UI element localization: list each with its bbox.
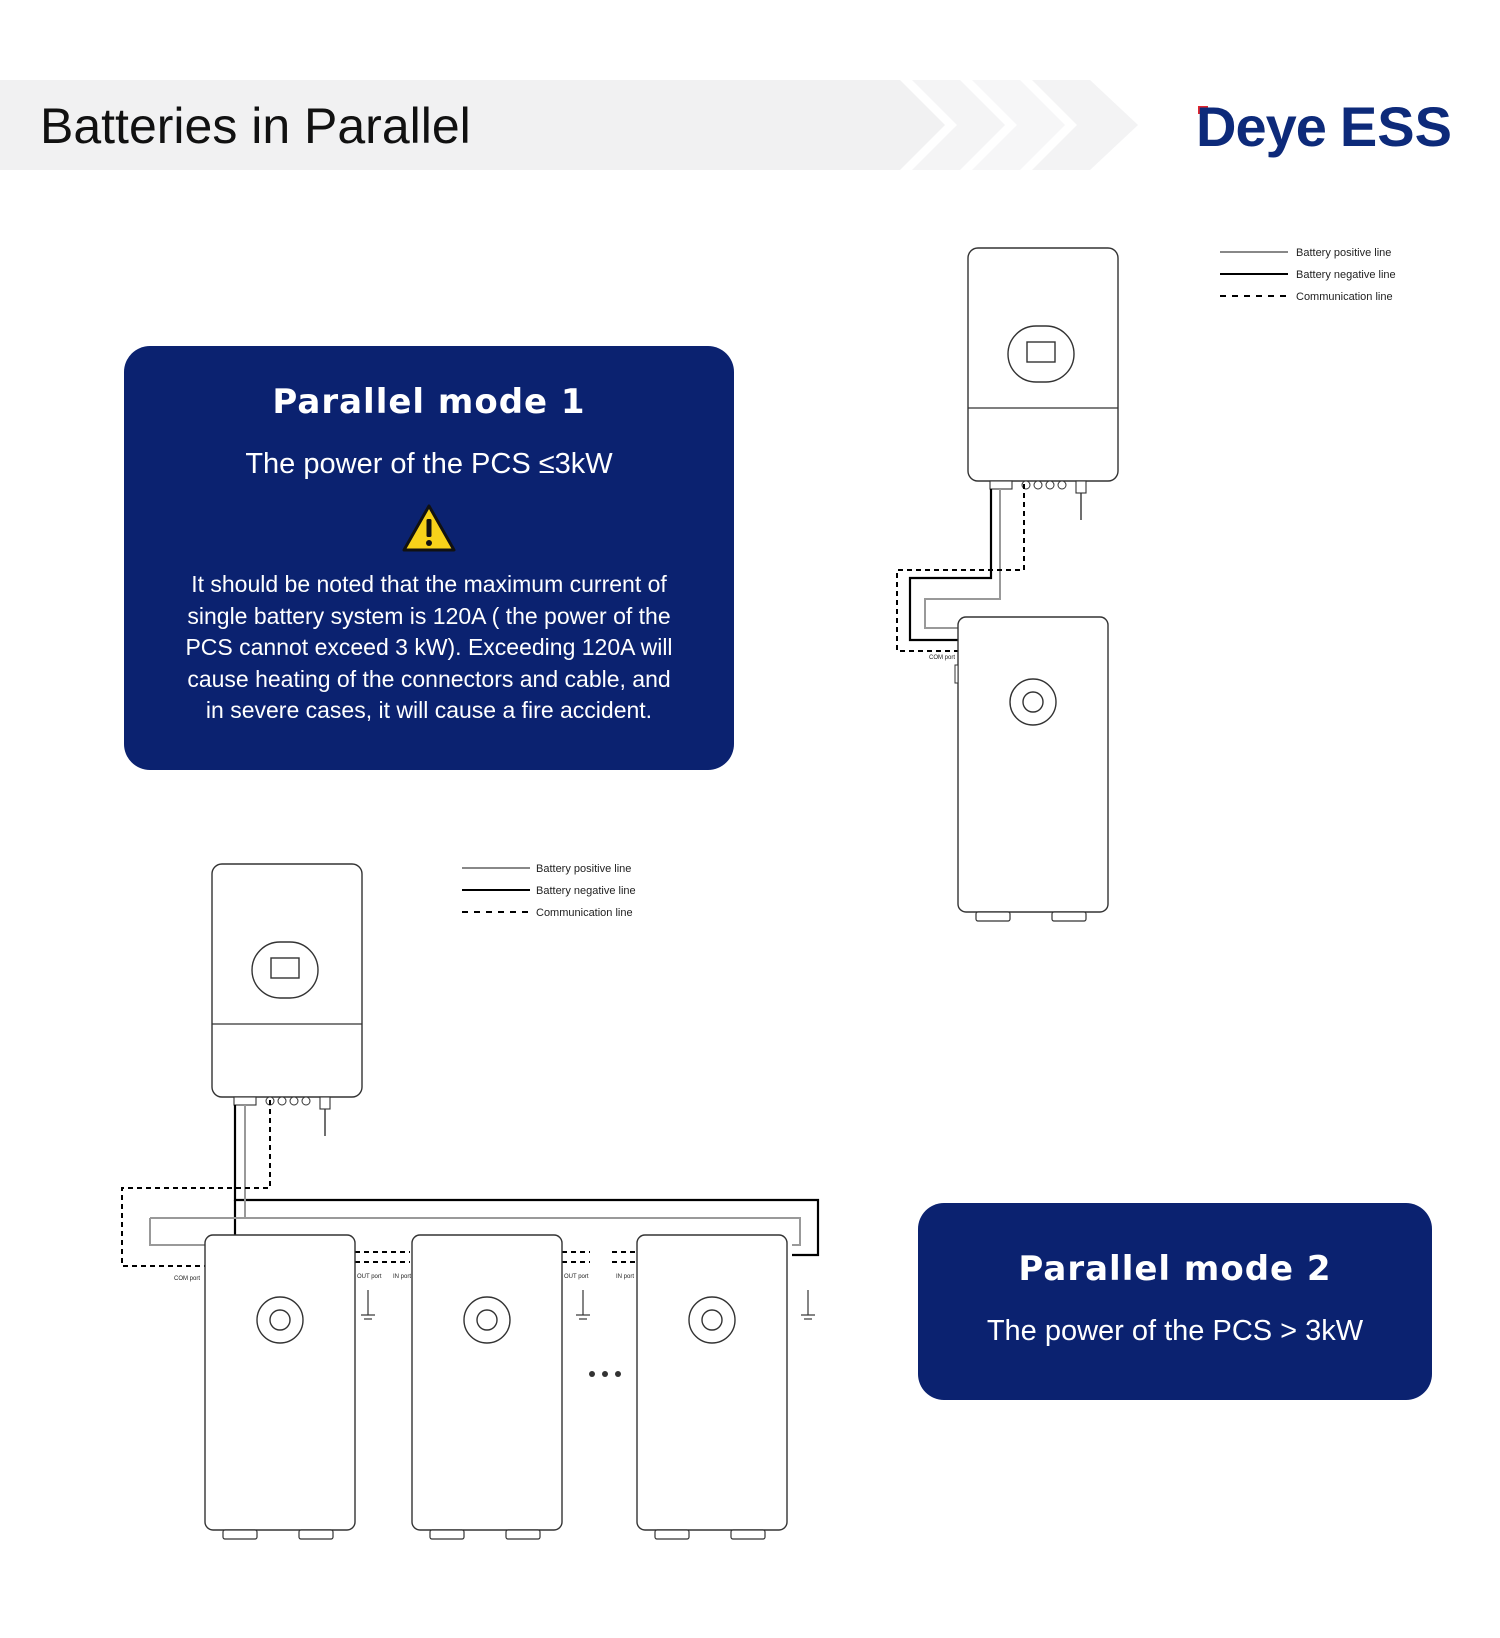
logo-red-mark [1198,106,1208,114]
legend-communication-label: Communication line [536,907,633,919]
communication-line [121,1100,271,1267]
negative-line [908,489,993,642]
battery-unit-2 [411,1234,563,1540]
legend-negative-label: Battery negative line [536,885,636,897]
mode-1-subtitle: The power of the PCS ≤3kW [245,448,613,480]
negative-line [233,1105,820,1257]
inverter-unit [967,247,1119,521]
positive-line [924,489,1001,629]
parallel-mode-1-card: Parallel mode 1 The power of the PCS ≤3k… [124,346,734,770]
warning-line: PCS cannot exceed 3 kW). Exceeding 120A … [185,634,673,660]
port-out-label: OUT port [357,1274,382,1280]
warning-icon [402,504,456,552]
inverter-unit [211,863,363,1137]
port-out-label: OUT port [564,1274,589,1280]
diagram-mode-1: Battery positive line Battery negative l… [896,247,1396,922]
parallel-mode-2-card: Parallel mode 2 The power of the PCS > 3… [918,1203,1432,1400]
battery-unit [957,616,1109,922]
diagram-mode-2: Battery positive line Battery negative l… [121,863,820,1540]
warning-line: cause heating of the connectors and cabl… [187,665,671,692]
legend-bottom: Battery positive line Battery negative l… [462,863,636,919]
more-batteries-ellipsis [589,1371,621,1377]
port-com-label: COM port [174,1276,200,1282]
legend-negative-label: Battery negative line [1296,269,1396,281]
warning-line: single battery system is 120A ( the powe… [187,602,671,629]
legend-positive-label: Battery positive line [536,863,631,875]
battery-unit-1 [204,1234,356,1540]
mode-1-warning-text: It should be noted that the maximum curr… [159,569,699,727]
warning-line: It should be noted that the maximum curr… [191,571,667,597]
header-band [0,80,1138,170]
port-in-label: IN port [393,1274,411,1280]
port-com-label: COM port [929,655,955,661]
ground-icon [361,1290,815,1320]
port-in-label: IN port [616,1274,634,1280]
positive-line [149,1218,205,1246]
mode-2-title: Parallel mode 2 [1018,1249,1332,1289]
legend-top: Battery positive line Battery negative l… [1220,247,1396,303]
communication-line [896,484,1025,652]
positive-line [244,1105,801,1246]
logo-product: ESS [1339,95,1452,158]
mode-2-subtitle: The power of the PCS > 3kW [986,1315,1364,1347]
page-title: Batteries in Parallel [40,98,471,154]
legend-communication-label: Communication line [1296,291,1393,303]
warning-line: in severe cases, it will cause a fire ac… [205,697,653,723]
battery-unit-3 [636,1234,788,1540]
mode-1-title: Parallel mode 1 [272,382,586,422]
logo-brand: Deye [1196,95,1327,158]
legend-positive-label: Battery positive line [1296,247,1391,259]
